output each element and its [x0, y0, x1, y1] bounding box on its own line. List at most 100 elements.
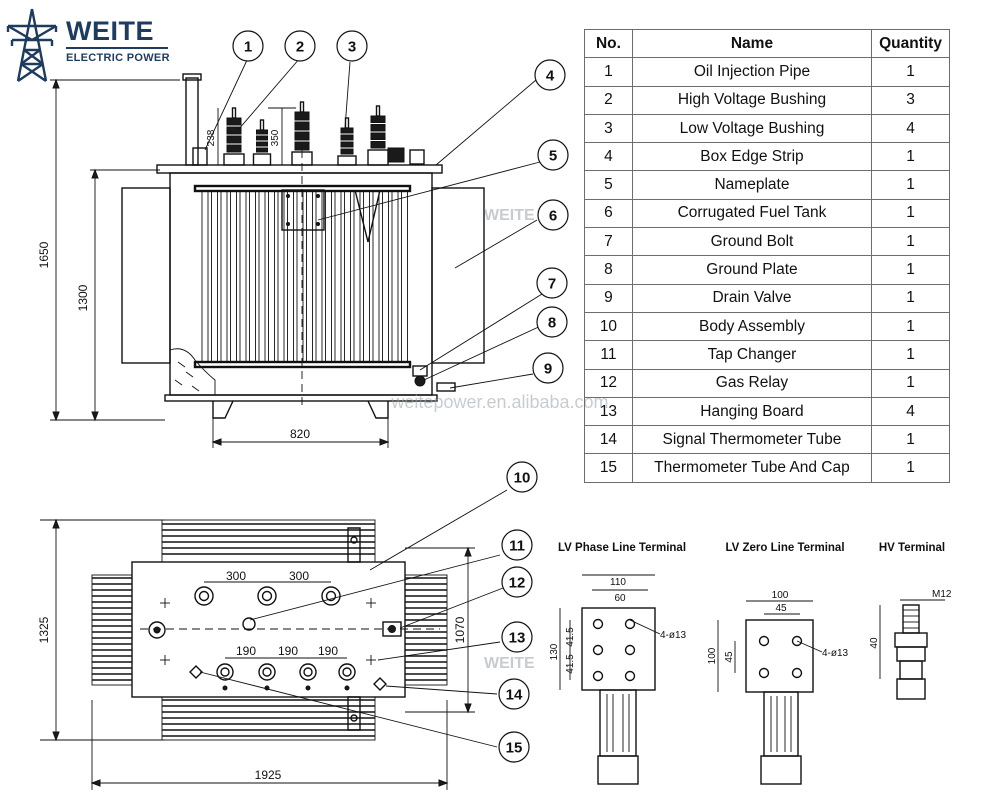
- callout-12: 12: [501, 566, 533, 598]
- callout-number: 12: [509, 575, 526, 592]
- cell-qty: 1: [871, 340, 950, 370]
- dim-lv-phase-h-b: 41.5: [565, 654, 576, 674]
- cell-no: 10: [584, 311, 633, 342]
- dim-lv-zero-w-inner: 45: [775, 603, 787, 614]
- mounting-hole: [592, 618, 604, 630]
- col-header-no: No.: [584, 28, 633, 59]
- callout-number: 5: [549, 148, 557, 165]
- front-view: 1650 1300: [37, 73, 485, 448]
- fin: [344, 190, 351, 363]
- callout-number: 13: [509, 630, 526, 647]
- cell-qty: 4: [871, 113, 950, 144]
- fin: [382, 190, 389, 363]
- cell-no: 4: [584, 142, 633, 172]
- dim-lv-phase-h-outer: 130: [549, 643, 560, 660]
- lv-phase-hole-spec: 4-ø13: [660, 630, 687, 641]
- hv-terminal: HV Terminal M12 40: [869, 542, 952, 700]
- corrugated-fins: [201, 190, 408, 363]
- cell-name: High Voltage Bushing: [631, 85, 873, 115]
- fin: [334, 190, 342, 363]
- callout-number: 4: [546, 68, 555, 85]
- lv-zero-terminal: LV Zero Line Terminal 100 45 100 45 4-ø1…: [707, 542, 849, 785]
- col-header-name: Name: [631, 28, 873, 59]
- mounting-hole: [624, 670, 636, 682]
- cell-no: 2: [584, 85, 633, 115]
- callout-11: 11: [501, 529, 533, 561]
- dim-hv-height: 40: [869, 637, 880, 649]
- lv-phase-terminal: LV Phase Line Terminal 110 60 130 41.5 4…: [549, 542, 687, 785]
- callout-4: 4: [534, 59, 566, 91]
- dim-hv-thread: M12: [932, 589, 952, 600]
- cell-qty: 3: [871, 85, 950, 115]
- bushing: [337, 117, 357, 166]
- fin: [363, 190, 370, 363]
- cell-qty: 1: [871, 368, 950, 398]
- cell-qty: 1: [871, 283, 950, 313]
- dim-lv-zero-w-outer: 100: [772, 590, 789, 601]
- bushing: [223, 107, 245, 166]
- dim-lv-spacing-1: 190: [236, 644, 256, 658]
- callout-number: 3: [348, 39, 356, 56]
- lv-zero-hole-spec: 4-ø13: [822, 648, 849, 659]
- cell-name: Gas Relay: [631, 368, 873, 398]
- cell-no: 7: [584, 227, 633, 257]
- lv-zero-terminal-title: LV Zero Line Terminal: [725, 542, 844, 554]
- cell-name: Hanging Board: [631, 396, 873, 427]
- dim-lv-phase-h-a: 41.5: [565, 627, 576, 647]
- dim-total-height: 1650: [37, 241, 51, 268]
- callout-15: 15: [498, 731, 530, 763]
- fin: [391, 190, 399, 363]
- callout-6: 6: [537, 199, 569, 231]
- cell-name: Drain Valve: [631, 283, 873, 313]
- bushing: [367, 105, 389, 166]
- side-fins: [91, 574, 448, 686]
- cell-name: Ground Plate: [631, 255, 873, 285]
- callout-8: 8: [536, 306, 568, 338]
- watermark-brand-1: WEITE: [484, 207, 535, 224]
- dim-top-width: 1325: [37, 616, 51, 643]
- cell-qty: 1: [871, 198, 950, 229]
- callout-number: 9: [544, 361, 552, 378]
- lv-phase-holes: [592, 618, 636, 682]
- cell-no: 15: [584, 453, 633, 483]
- bushing: [291, 101, 313, 166]
- cell-no: 12: [584, 368, 633, 398]
- dim-lv-phase-w-inner: 60: [614, 593, 626, 604]
- cell-no: 5: [584, 170, 633, 200]
- cell-qty: 4: [871, 396, 950, 427]
- cell-no: 9: [584, 283, 633, 313]
- fin: [220, 190, 228, 363]
- fin: [353, 190, 361, 363]
- callout-number: 14: [506, 687, 523, 704]
- hv-terminal-title: HV Terminal: [879, 542, 945, 554]
- callout-10: 10: [506, 461, 538, 493]
- dim-hv-spacing-2: 300: [289, 569, 309, 583]
- callout-number: 2: [296, 39, 304, 56]
- power-tower-icon: [6, 8, 58, 82]
- mounting-hole: [592, 644, 604, 656]
- cell-name: Ground Bolt: [631, 227, 873, 257]
- fin: [287, 190, 294, 363]
- callout-2: 2: [284, 30, 316, 62]
- cell-name: Low Voltage Bushing: [631, 113, 873, 144]
- fin: [315, 190, 323, 363]
- brand-subtitle: ELECTRIC POWER: [66, 52, 170, 64]
- cell-name: Thermometer Tube And Cap: [631, 453, 873, 483]
- watermark-url: weitepower.en.alibaba.com: [390, 392, 608, 412]
- mounting-hole: [592, 670, 604, 682]
- fin: [268, 190, 275, 363]
- brand-logo: WEITE ELECTRIC POWER: [4, 6, 179, 86]
- dim-top-length: 1925: [255, 768, 282, 782]
- cell-name: Signal Thermometer Tube: [631, 425, 873, 455]
